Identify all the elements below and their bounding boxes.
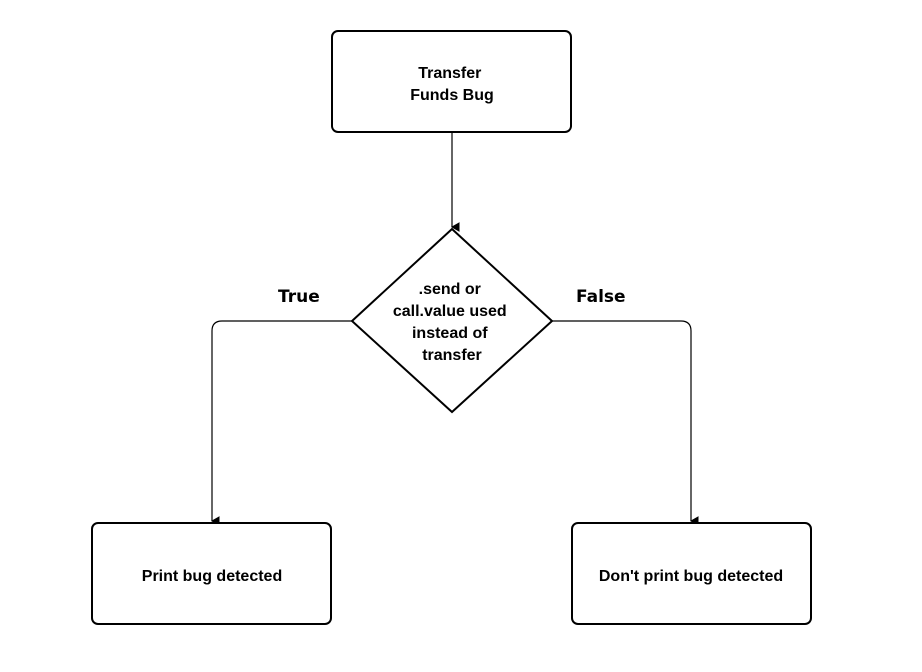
svg-text:Transfer Funds Bug: Transfer Funds Bug <box>410 65 494 104</box>
true-outcome-label: Print bug detected <box>142 568 282 585</box>
decision-line-1: .send or <box>419 281 481 298</box>
edge-false-branch <box>552 320 699 526</box>
decision-line-4: transfer <box>422 347 482 364</box>
false-outcome-node: Don't print bug detected <box>571 522 812 625</box>
true-outcome-node: Print bug detected <box>91 522 332 625</box>
edge-true-branch <box>210 320 352 526</box>
decision-node: .send or call.value used instead of tran… <box>350 227 554 414</box>
decision-line-2: call.value used <box>393 303 507 320</box>
start-node: Transfer Funds Bug <box>331 30 572 133</box>
true-branch-label: True <box>278 287 320 307</box>
decision-line-3: instead of <box>412 325 488 342</box>
start-node-line-2: Funds Bug <box>410 87 494 104</box>
svg-text:.send or call.value used: .send or call.value used instead of tran… <box>393 281 511 364</box>
false-branch-label: False <box>576 287 626 307</box>
false-outcome-label: Don't print bug detected <box>599 568 783 585</box>
start-node-line-1: Transfer <box>418 65 481 82</box>
